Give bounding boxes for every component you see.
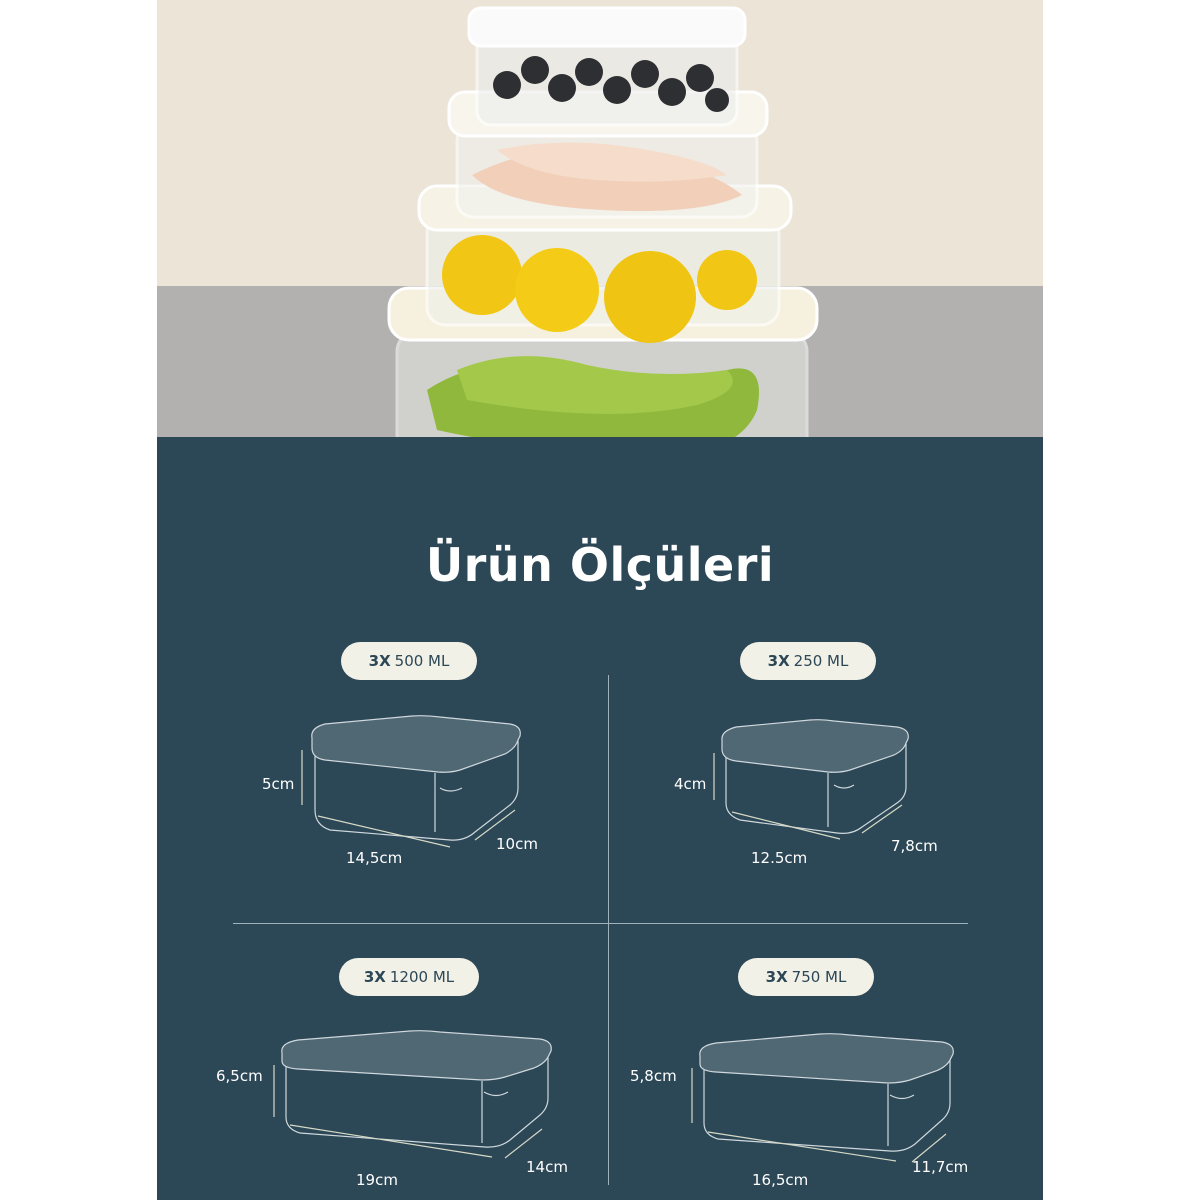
width-label-1200ml: 14cm — [526, 1158, 568, 1176]
horizontal-divider — [233, 923, 968, 924]
volume-badge-750ml: 3X 750 ML — [738, 958, 874, 996]
volume-label: 250 ML — [793, 652, 849, 670]
stacked-containers-image — [387, 6, 819, 437]
volume-badge-500ml: 3X 500 ML — [341, 642, 477, 680]
length-label-1200ml: 19cm — [356, 1171, 398, 1189]
quantity-label: 3X — [368, 652, 391, 670]
vertical-divider — [608, 675, 609, 1185]
width-label-750ml: 11,7cm — [912, 1158, 969, 1176]
container-diagram-250ml — [713, 719, 909, 840]
container-diagram-1200ml — [273, 1030, 552, 1159]
height-label-500ml: 5cm — [262, 775, 295, 793]
quantity-label: 3X — [765, 968, 788, 986]
height-label-750ml: 5,8cm — [630, 1067, 677, 1085]
volume-label: 1200 ML — [389, 968, 455, 986]
width-label-250ml: 7,8cm — [891, 837, 938, 855]
length-label-750ml: 16,5cm — [752, 1171, 809, 1189]
volume-badge-250ml: 3X 250 ML — [740, 642, 876, 680]
quantity-label: 3X — [363, 968, 386, 986]
length-label-250ml: 12.5cm — [751, 849, 808, 867]
length-label-500ml: 14,5cm — [346, 849, 403, 867]
quantity-label: 3X — [767, 652, 790, 670]
container-diagram-750ml — [691, 1033, 954, 1163]
page-title: Ürün Ölçüleri — [425, 538, 775, 592]
product-photo — [157, 0, 1043, 437]
height-label-250ml: 4cm — [674, 775, 707, 793]
volume-label: 500 ML — [394, 652, 450, 670]
height-label-1200ml: 6,5cm — [216, 1067, 263, 1085]
volume-label: 750 ML — [791, 968, 847, 986]
width-label-500ml: 10cm — [496, 835, 538, 853]
volume-badge-1200ml: 3X 1200 ML — [339, 958, 479, 996]
container-diagram-500ml — [301, 715, 521, 848]
